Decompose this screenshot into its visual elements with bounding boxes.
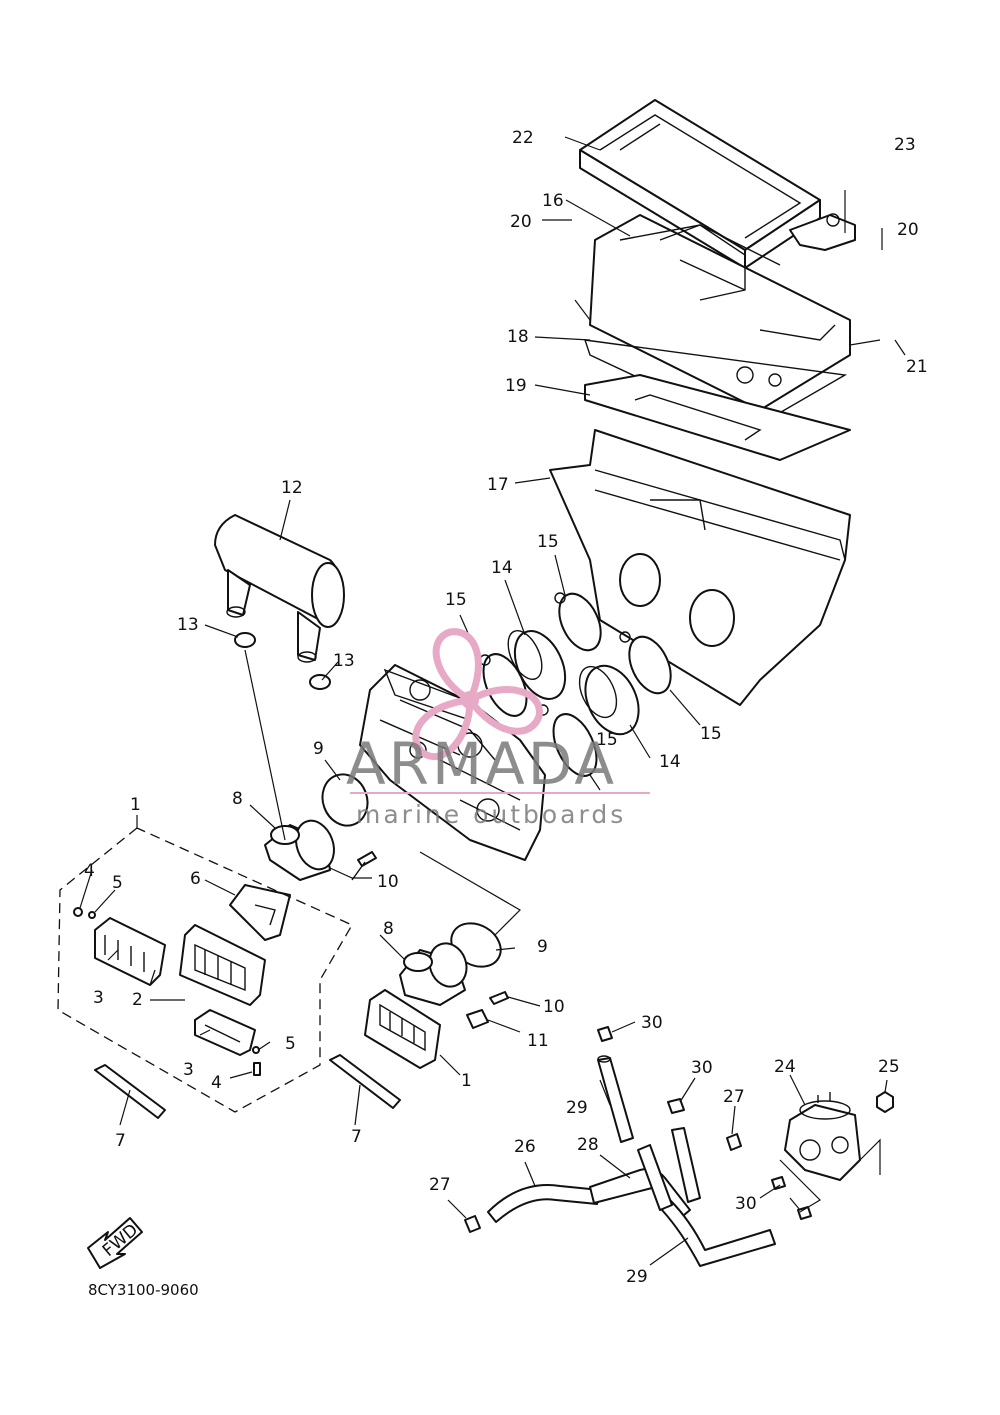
air-filter-element — [579, 99, 821, 269]
clip-30b — [667, 1098, 685, 1114]
label-13b: 13 — [333, 651, 355, 671]
armada-watermark: ARMADA marine outboards — [346, 628, 650, 829]
label-16: 16 — [542, 191, 564, 211]
label-27a: 27 — [723, 1087, 745, 1107]
label-27b: 27 — [429, 1175, 451, 1195]
bushing-11 — [466, 1009, 489, 1029]
screw-4b — [253, 1062, 261, 1076]
manifold-8b — [399, 942, 468, 1006]
fuel-pump-24 — [784, 1092, 861, 1181]
label-29a: 29 — [566, 1098, 588, 1118]
label-20a: 20 — [510, 212, 532, 232]
joint-14a — [507, 630, 567, 700]
air-box-cover — [589, 213, 856, 411]
part-code: 8CY3100-9060 — [88, 1281, 199, 1299]
grommet-13a — [234, 632, 256, 648]
label-30a: 30 — [641, 1013, 663, 1033]
label-8a: 8 — [232, 789, 243, 809]
label-8b: 8 — [383, 919, 394, 939]
label-11: 11 — [527, 1031, 549, 1051]
screw-4a — [73, 907, 83, 917]
part-labels: 1 1 2 3 3 4 4 5 5 6 7 7 8 8 9 9 10 10 11… — [84, 128, 928, 1287]
label-15d: 15 — [700, 724, 722, 744]
clamp-15b — [554, 592, 602, 652]
label-7a: 7 — [115, 1131, 126, 1151]
grommet-13b — [309, 674, 331, 690]
label-5a: 5 — [112, 873, 123, 893]
hose-29b — [637, 1127, 776, 1267]
label-30b: 30 — [691, 1058, 713, 1078]
label-14a: 14 — [491, 558, 513, 578]
label-1a: 1 — [130, 795, 141, 815]
label-4b: 4 — [211, 1073, 222, 1093]
label-4a: 4 — [84, 861, 95, 881]
clip-27b — [464, 1215, 481, 1233]
label-3b: 3 — [183, 1060, 194, 1080]
label-28: 28 — [577, 1135, 599, 1155]
clip-30c — [771, 1176, 812, 1220]
air-box-plate — [584, 374, 851, 461]
label-10b: 10 — [543, 997, 565, 1017]
hose-29a — [597, 1055, 634, 1143]
label-15b: 15 — [537, 532, 559, 552]
label-21: 21 — [906, 357, 928, 377]
label-30c: 30 — [735, 1194, 757, 1214]
watermark-tagline: marine outboards — [356, 800, 626, 829]
label-24: 24 — [774, 1057, 796, 1077]
label-14b: 14 — [659, 752, 681, 772]
watermark-rule — [350, 792, 650, 794]
label-17: 17 — [487, 475, 509, 495]
gasket-7b — [329, 1054, 401, 1109]
bolt-10b — [489, 991, 509, 1005]
hose-26 — [487, 1184, 601, 1223]
label-15c: 15 — [596, 730, 618, 750]
joint-14b — [578, 664, 640, 736]
reed-gasket-6 — [229, 884, 291, 941]
label-26: 26 — [514, 1137, 536, 1157]
label-9a: 9 — [313, 739, 324, 759]
reed-valve-2 — [179, 924, 266, 1006]
label-19: 19 — [505, 376, 527, 396]
clip-30a — [597, 1026, 613, 1042]
label-13a: 13 — [177, 615, 199, 635]
clamp-15d — [619, 631, 672, 695]
reed-stopper-3b — [194, 1009, 256, 1056]
label-12: 12 — [281, 478, 303, 498]
label-18: 18 — [507, 327, 529, 347]
fwd-arrow-icon: FWD — [87, 1217, 143, 1269]
label-20b: 20 — [897, 220, 919, 240]
washer-5a — [88, 911, 96, 919]
label-5b: 5 — [285, 1034, 296, 1054]
intake-silencer — [214, 514, 345, 663]
label-7b: 7 — [351, 1127, 362, 1147]
reed-stopper-3a — [94, 917, 166, 986]
label-10a: 10 — [377, 872, 399, 892]
nut-25 — [876, 1091, 894, 1113]
label-6: 6 — [190, 869, 201, 889]
label-23: 23 — [894, 135, 916, 155]
leader-lines — [57, 136, 906, 1266]
label-15a: 15 — [445, 590, 467, 610]
manifold-8a — [264, 819, 335, 881]
propeller-logo-icon — [412, 628, 543, 761]
label-3a: 3 — [93, 988, 104, 1008]
label-29b: 29 — [626, 1267, 648, 1287]
bolt-10a — [351, 851, 377, 881]
clip-27a — [726, 1133, 742, 1151]
label-2: 2 — [132, 990, 143, 1010]
label-9b: 9 — [537, 937, 548, 957]
label-25: 25 — [878, 1057, 900, 1077]
label-22: 22 — [512, 128, 534, 148]
label-1b: 1 — [461, 1071, 472, 1091]
reed-valve-1 — [364, 989, 441, 1069]
watermark-brand: ARMADA — [346, 730, 617, 798]
air-box-case — [549, 429, 851, 706]
